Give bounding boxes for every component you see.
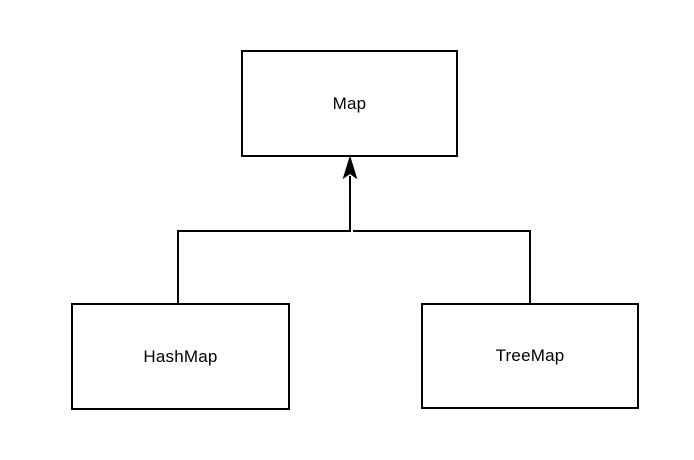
- node-hashmap-label: HashMap: [143, 346, 218, 366]
- node-map-label: Map: [332, 93, 367, 113]
- node-treemap-label: TreeMap: [495, 346, 565, 365]
- node-hashmap: HashMap: [71, 303, 290, 410]
- inheritance-arrowhead-icon: [342, 155, 358, 180]
- edge-hashmap-to-map: [177, 230, 349, 303]
- node-map: Map: [241, 50, 458, 157]
- node-treemap: TreeMap: [421, 303, 639, 409]
- edge-treemap-to-map: [353, 230, 531, 303]
